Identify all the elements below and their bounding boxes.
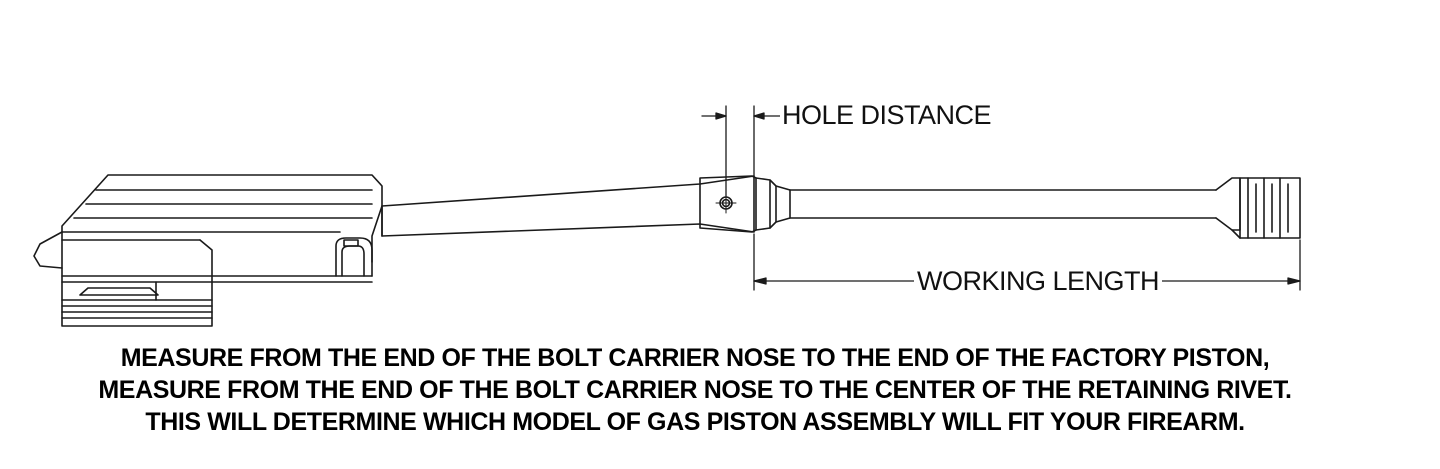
instruction-caption: MEASURE FROM THE END OF THE BOLT CARRIER…: [0, 342, 1390, 438]
operating-rod: [381, 175, 1301, 239]
caption-line-2: MEASURE FROM THE END OF THE BOLT CARRIER…: [98, 376, 1292, 404]
hole-distance-dimension: [701, 105, 781, 197]
caption-line-3: THIS WILL DETERMINE WHICH MODEL OF GAS P…: [145, 408, 1245, 436]
working-length-label: WORKING LENGTH: [914, 268, 1163, 295]
hole-distance-label: HOLE DISTANCE: [780, 100, 994, 130]
caption-line-1: MEASURE FROM THE END OF THE BOLT CARRIER…: [120, 344, 1270, 372]
bolt-carrier: [33, 174, 383, 327]
